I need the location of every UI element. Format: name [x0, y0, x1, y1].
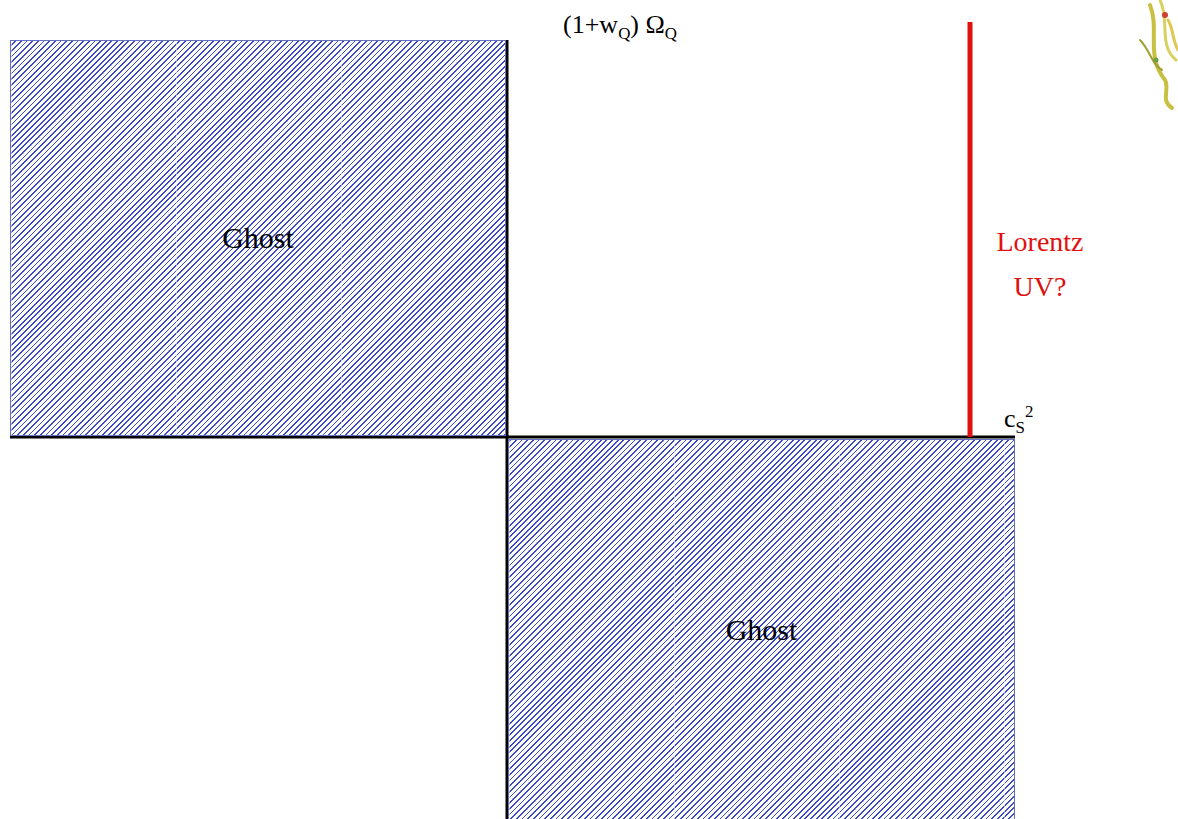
y-axis-label-box: (1+wQ) ΩQ [563, 4, 677, 47]
ghost-region: Ghost [508, 439, 1015, 819]
plant-illustration [1140, 0, 1178, 108]
region-label: Ghost [222, 221, 294, 255]
lorentz-note-box: Lorentz UV? [985, 220, 1095, 310]
lorentz-line [968, 22, 973, 437]
ghost-region: Ghost [10, 40, 506, 436]
x-axis-label-box: cS2 [1004, 398, 1033, 441]
lorentz-note: Lorentz UV? [996, 226, 1090, 302]
y-axis-label: (1+wQ) ΩQ [563, 10, 677, 39]
x-axis-label: cS2 [1004, 404, 1033, 433]
region-label: Ghost [726, 613, 798, 647]
